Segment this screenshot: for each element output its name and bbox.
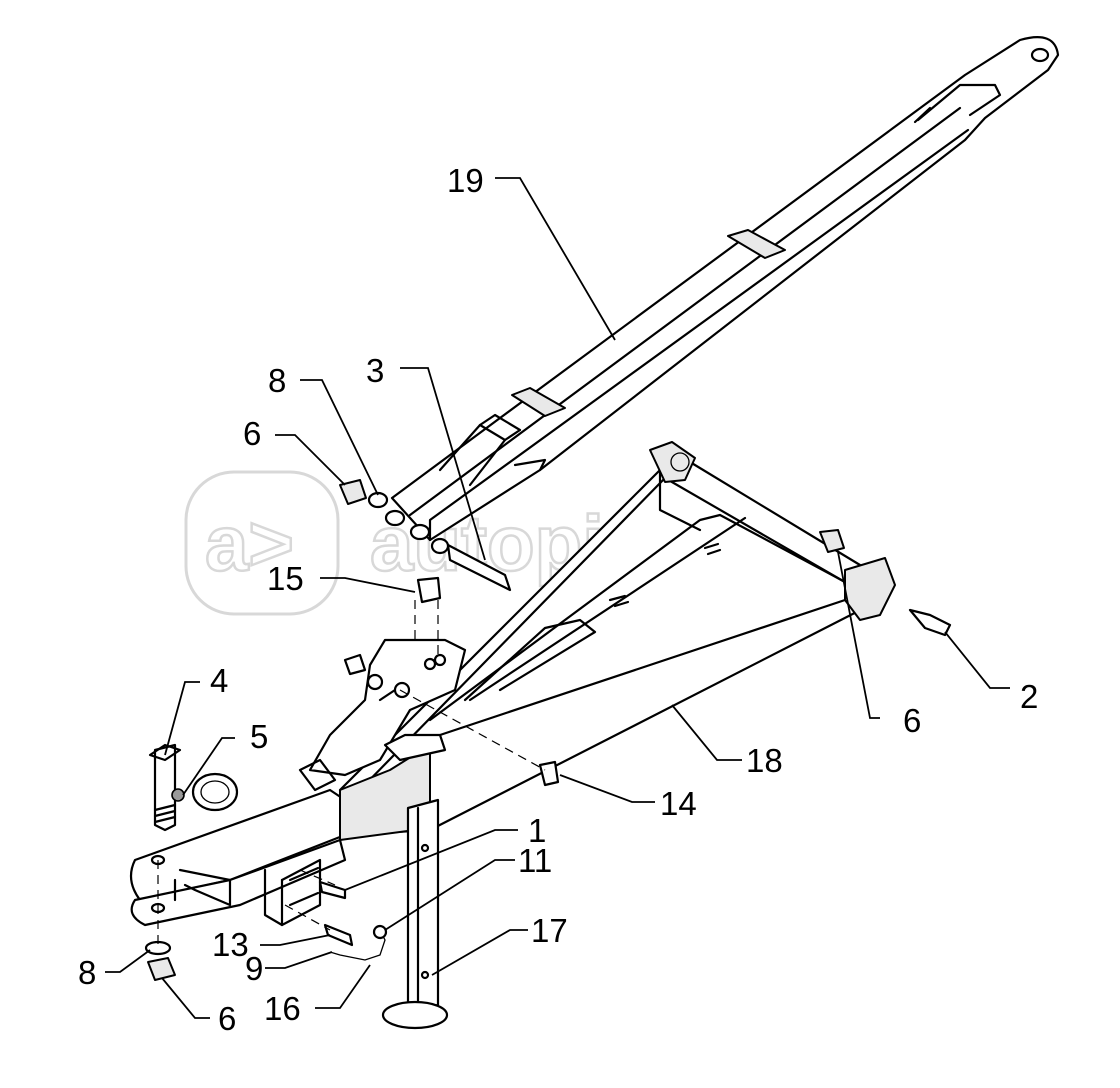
watermark-glyph: a> bbox=[205, 499, 294, 587]
callout-14: 14 bbox=[660, 785, 697, 822]
callout-9: 9 bbox=[245, 950, 263, 987]
bolt-3 bbox=[446, 543, 512, 592]
grease-fitting-5 bbox=[171, 788, 185, 802]
callout-8-upper: 8 bbox=[268, 362, 286, 399]
bolt-1 bbox=[318, 880, 347, 900]
callout-13: 13 bbox=[212, 926, 249, 963]
bushing-15 bbox=[416, 576, 442, 604]
callout-8-lower: 8 bbox=[78, 954, 96, 991]
hardware-parts bbox=[144, 479, 952, 981]
nut-6-upper bbox=[339, 479, 367, 505]
support-leg bbox=[381, 798, 449, 1030]
callout-18: 18 bbox=[746, 742, 783, 779]
callout-5: 5 bbox=[250, 718, 268, 755]
leader-lines bbox=[105, 177, 1010, 1019]
callout-17: 17 bbox=[531, 912, 568, 949]
bushing-upper bbox=[343, 653, 367, 676]
callout-6-upper: 6 bbox=[243, 415, 261, 452]
nut-6-lower bbox=[147, 957, 176, 981]
callout-labels: 19 8 3 6 15 2 6 4 5 18 14 1 11 17 13 8 9… bbox=[78, 162, 1038, 1037]
clip-13 bbox=[323, 923, 354, 947]
lifting-ring bbox=[191, 772, 239, 812]
callout-15: 15 bbox=[267, 560, 304, 597]
callout-3: 3 bbox=[366, 352, 384, 389]
bolt-3-head bbox=[430, 537, 450, 555]
callout-4: 4 bbox=[210, 662, 228, 699]
callout-11: 11 bbox=[518, 842, 552, 879]
callout-2: 2 bbox=[1020, 678, 1038, 715]
callout-6-lower: 6 bbox=[218, 1000, 236, 1037]
callout-19: 19 bbox=[447, 162, 484, 199]
wire-16 bbox=[329, 929, 386, 961]
upper-drawbar-arm bbox=[384, 36, 1060, 542]
callout-16: 16 bbox=[264, 990, 301, 1027]
a-frame-drawbar bbox=[129, 441, 896, 927]
pin-11 bbox=[372, 924, 388, 940]
bushing-14 bbox=[538, 760, 560, 787]
callout-1: 1 bbox=[528, 812, 546, 849]
bolt-2 bbox=[908, 608, 952, 637]
nut-6-right bbox=[819, 529, 845, 553]
callout-6-right: 6 bbox=[903, 702, 921, 739]
washer-8-upper bbox=[367, 491, 389, 509]
assembly-lines bbox=[157, 600, 546, 945]
